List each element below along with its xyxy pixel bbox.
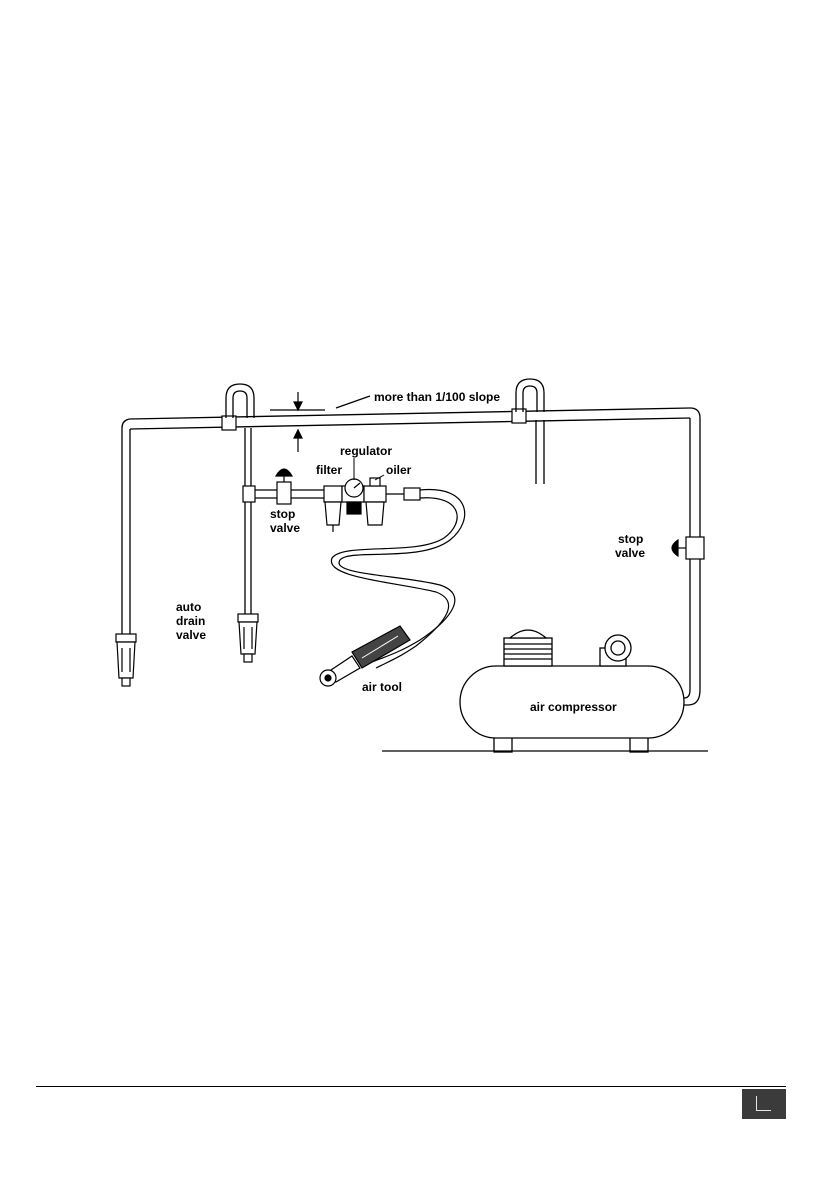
stop-valve-left-label-line2: valve [270, 521, 300, 535]
drop-pipe-left [245, 428, 251, 616]
leader-lines [354, 458, 384, 480]
slope-label: more than 1/100 slope [374, 390, 500, 404]
gooseneck-right [516, 379, 544, 412]
stop-valve-right-label-line1: stop [618, 532, 643, 546]
tee-fitting [512, 409, 526, 423]
air-compressor-label: air compressor [530, 700, 617, 714]
footer-rule [36, 1086, 786, 1087]
oiler-label: oiler [386, 463, 412, 477]
stop-valve-left-label-line1: stop [270, 507, 295, 521]
slope-indicator [270, 392, 370, 452]
filter-label: filter [316, 463, 342, 477]
air-tool [320, 626, 410, 686]
tee-fitting [222, 416, 236, 430]
branch-tee [243, 486, 255, 502]
stop-valve-right [672, 537, 704, 559]
air-tool-label: air tool [362, 680, 402, 694]
stop-valve-left [276, 469, 292, 504]
frl-unit [324, 478, 420, 532]
auto-drain-label-line3: valve [176, 628, 206, 642]
drop-pipe-right [536, 420, 544, 484]
auto-drain-valve-left [116, 634, 136, 686]
page-tab [742, 1089, 786, 1119]
air-compressor [460, 630, 684, 752]
auto-drain-valve-middle [238, 614, 258, 662]
regulator-label: regulator [340, 444, 392, 458]
gooseneck-left [226, 384, 254, 418]
stop-valve-right-label-line2: valve [615, 546, 645, 560]
auto-drain-label-line1: auto [176, 600, 201, 614]
auto-drain-label-line2: drain [176, 614, 205, 628]
page-tab-corner-mark [756, 1096, 771, 1111]
